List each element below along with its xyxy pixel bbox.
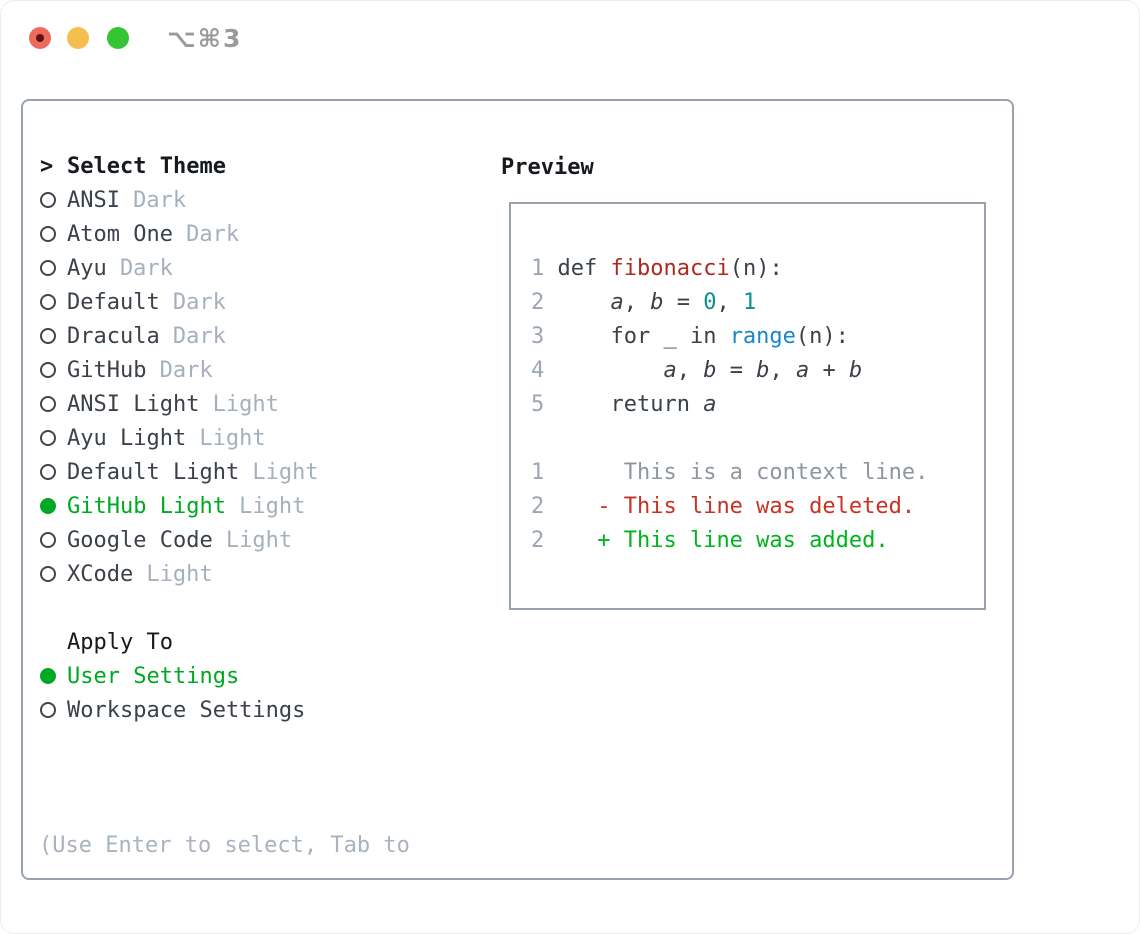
theme-option[interactable]: GitHub Dark [40,353,319,387]
theme-option[interactable]: Ayu Dark [40,251,319,285]
theme-option-variant: Dark [133,187,187,213]
theme-option-variant: Dark [119,255,173,281]
theme-option-variant: Light [225,527,293,553]
preview-title: Preview [501,154,594,180]
theme-option-variant: Dark [186,221,240,247]
apply-option[interactable]: Workspace Settings [40,693,305,727]
code-line: 2 - This line was deleted. [531,494,916,519]
window-title: ⌥⌘3 [167,24,243,53]
code-line [531,422,928,456]
radio-icon [40,328,56,344]
theme-option-name: Dracula [67,323,160,349]
theme-option-variant: Dark [172,323,226,349]
radio-icon [40,566,56,582]
theme-option-variant: Light [252,459,319,485]
code-line: 2 + This line was added. [531,528,889,553]
theme-option-variant: Dark [159,357,213,383]
keyboard-hint: (Use Enter to select, Tab to change focu… [39,761,410,933]
theme-option[interactable]: Google Code Light [40,523,319,557]
radio-icon [40,702,56,718]
theme-option-name: ANSI Light [67,391,200,417]
theme-option-name: XCode [67,561,134,587]
theme-option-variant: Light [239,493,306,519]
code-line: 1 This is a context line. [531,460,929,485]
theme-option[interactable]: ANSI Dark [40,183,319,217]
radio-icon [40,532,56,548]
code-line: 5 return a [531,392,717,417]
theme-option[interactable]: Ayu Light Light [40,421,319,455]
theme-option-name: ANSI [67,187,120,213]
radio-icon [40,260,56,276]
theme-option-name: Default [67,289,160,315]
radio-selected-icon [40,668,56,684]
theme-option-name: GitHub [67,357,147,383]
theme-option-variant: Light [199,425,266,451]
code-line: 1 def fibonacci(n): [531,256,783,281]
apply-to-header-row: Apply To [40,625,305,659]
preview-pane: 1 def fibonacci(n): 2 a, b = 0, 1 3 for _ … [509,202,986,610]
zoom-button[interactable] [107,27,129,49]
theme-option-name: GitHub Light [67,493,226,519]
apply-option-name: User Settings [67,663,240,689]
theme-option-variant: Dark [172,289,226,315]
theme-list-header-row: > Select Theme [40,149,319,183]
theme-option[interactable]: Default Light Light [40,455,319,489]
radio-icon [40,464,56,480]
theme-option-name: Ayu Light [67,425,187,451]
theme-option[interactable]: Default Dark [40,285,319,319]
theme-option-variant: Light [212,391,279,417]
hint-line: (Use Enter to select, Tab to [39,833,410,858]
code-line: 4 a, b = b, a + b [531,358,863,383]
theme-option[interactable]: XCode Light [40,557,319,591]
theme-option[interactable]: GitHub Light Light [40,489,319,523]
unsaved-indicator-dot [36,34,44,42]
theme-option[interactable]: Atom One Dark [40,217,319,251]
code-line: 3 for _ in range(n): [531,324,849,349]
code-preview: 1 def fibonacci(n): 2 a, b = 0, 1 3 for _ … [531,252,928,558]
theme-option-name: Ayu [67,255,107,281]
code-line: 2 a, b = 0, 1 [531,290,757,315]
radio-icon [40,294,56,310]
apply-option[interactable]: User Settings [40,659,305,693]
theme-option-name: Default Light [67,459,240,485]
theme-option[interactable]: Dracula Dark [40,319,319,353]
close-button[interactable] [29,27,51,49]
theme-option[interactable]: ANSI Light Light [40,387,319,421]
theme-option-variant: Light [146,561,213,587]
radio-icon [40,226,56,242]
window-titlebar: ⌥⌘3 [1,1,1139,75]
apply-option-name: Workspace Settings [67,697,306,723]
radio-icon [40,362,56,378]
radio-icon [40,430,56,446]
minimize-button[interactable] [67,27,89,49]
theme-list-header: Select Theme [67,153,226,179]
theme-option-name: Google Code [67,527,213,553]
theme-option-name: Atom One [67,221,173,247]
radio-icon [40,192,56,208]
radio-icon [40,396,56,412]
radio-selected-icon [40,498,56,514]
apply-to-header: Apply To [67,629,173,655]
cursor-icon: > [40,153,54,179]
